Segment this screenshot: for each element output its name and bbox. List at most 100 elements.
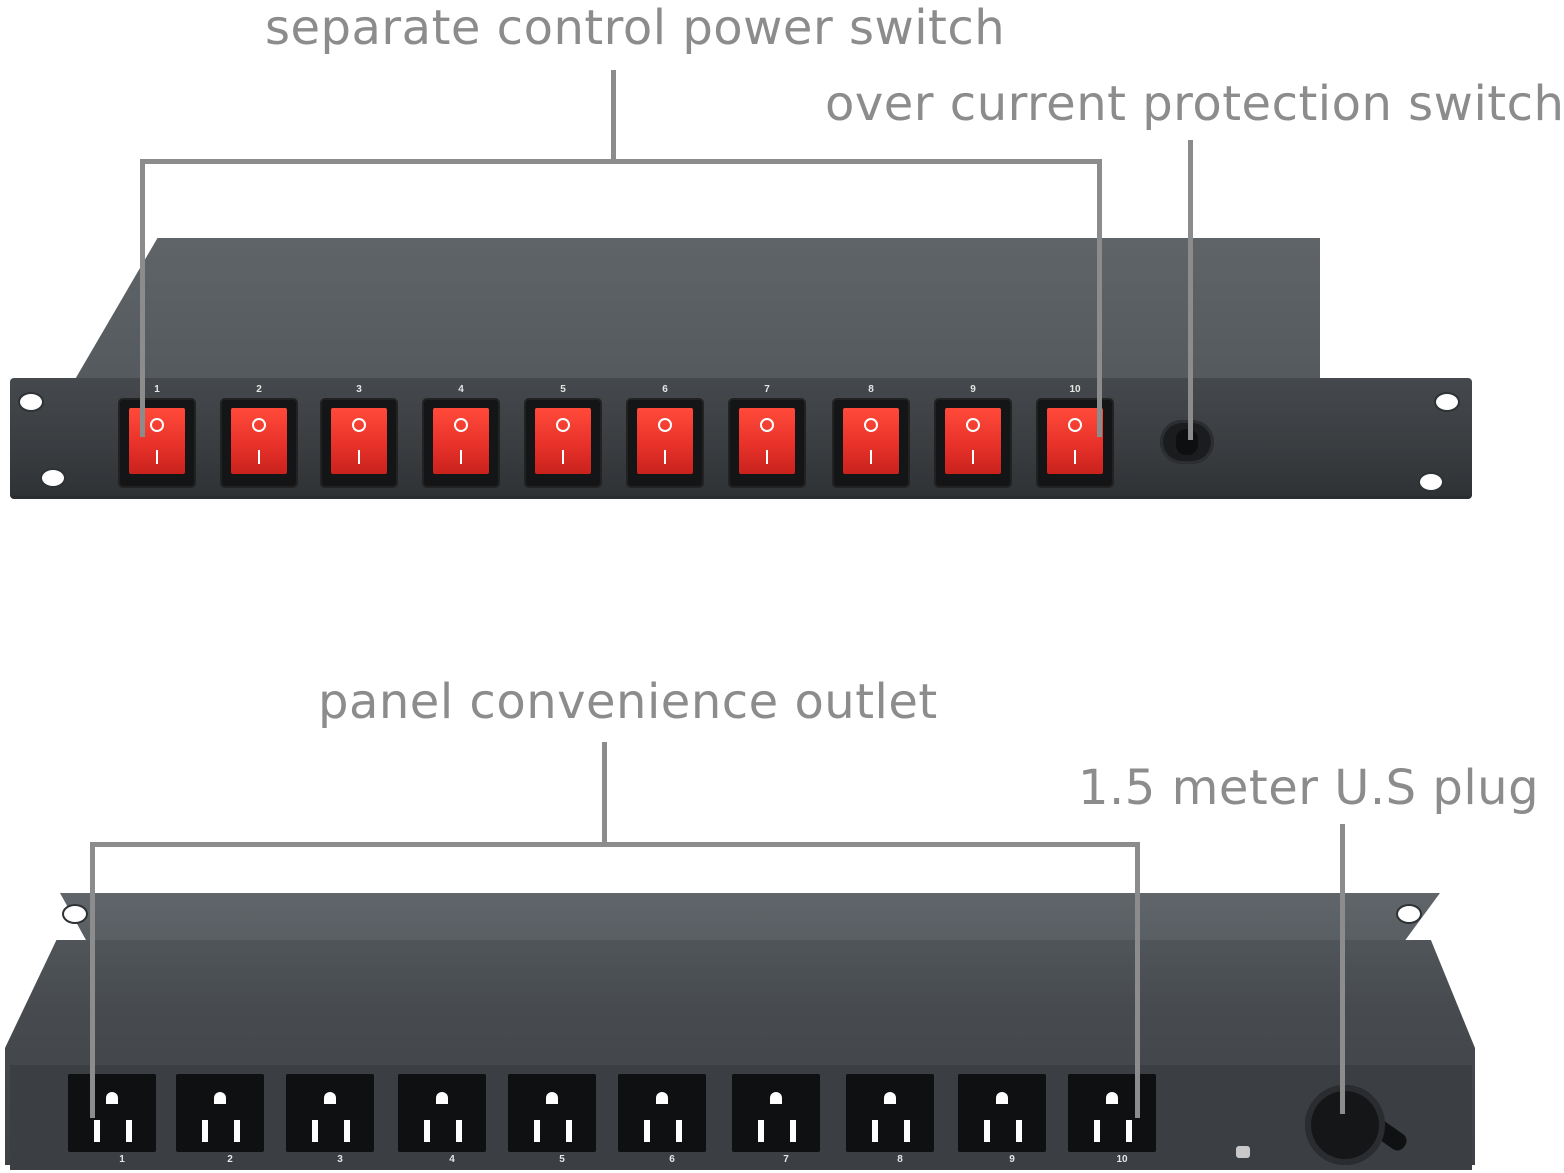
switch-unit-top-cover bbox=[70, 238, 1320, 388]
callout-line bbox=[1135, 842, 1140, 1118]
rocker-switch-1[interactable] bbox=[120, 400, 194, 486]
outlet-number-label: 8 bbox=[897, 1154, 903, 1165]
on-symbol-icon bbox=[1074, 450, 1076, 464]
off-symbol-icon bbox=[760, 418, 774, 432]
outlet-slot-icon bbox=[94, 1120, 100, 1142]
rocker-switch-7[interactable] bbox=[730, 400, 804, 486]
breaker-reset-icon bbox=[1176, 429, 1198, 455]
outlet-slot-icon bbox=[566, 1120, 572, 1142]
outlet-slot-icon bbox=[126, 1120, 132, 1142]
power-outlet-5[interactable] bbox=[508, 1074, 596, 1152]
off-symbol-icon bbox=[1068, 418, 1082, 432]
rack-ear-hole bbox=[1418, 472, 1444, 492]
outlet-slot-icon bbox=[872, 1120, 878, 1142]
rocker-switch-4[interactable] bbox=[424, 400, 498, 486]
switch-number-label: 6 bbox=[662, 384, 668, 395]
switch-number-label: 9 bbox=[970, 384, 976, 395]
outlet-slot-icon bbox=[644, 1120, 650, 1142]
on-symbol-icon bbox=[870, 450, 872, 464]
rocker-paddle bbox=[1047, 408, 1103, 474]
ground-hole-icon bbox=[1106, 1092, 1118, 1104]
outlet-number-label: 1 bbox=[119, 1154, 125, 1165]
ground-hole-icon bbox=[214, 1092, 226, 1104]
rack-ear-hole bbox=[1396, 904, 1422, 924]
outlet-number-label: 3 bbox=[337, 1154, 343, 1165]
rocker-switch-3[interactable] bbox=[322, 400, 396, 486]
outlet-slot-icon bbox=[424, 1120, 430, 1142]
ground-hole-icon bbox=[106, 1092, 118, 1104]
rocker-switch-2[interactable] bbox=[222, 400, 296, 486]
power-outlet-10[interactable] bbox=[1068, 1074, 1156, 1152]
ground-logo-icon bbox=[1236, 1146, 1250, 1158]
power-outlet-2[interactable] bbox=[176, 1074, 264, 1152]
outlet-number-label: 4 bbox=[449, 1154, 455, 1165]
rocker-paddle bbox=[231, 408, 287, 474]
callout-outlet: panel convenience outlet bbox=[318, 674, 938, 730]
outlet-number-label: 6 bbox=[669, 1154, 675, 1165]
callout-line bbox=[90, 842, 1140, 847]
outlet-slot-icon bbox=[202, 1120, 208, 1142]
ground-hole-icon bbox=[436, 1092, 448, 1104]
on-symbol-icon bbox=[766, 450, 768, 464]
off-symbol-icon bbox=[150, 418, 164, 432]
switch-number-label: 8 bbox=[868, 384, 874, 395]
power-outlet-3[interactable] bbox=[286, 1074, 374, 1152]
off-symbol-icon bbox=[864, 418, 878, 432]
off-symbol-icon bbox=[252, 418, 266, 432]
power-outlet-8[interactable] bbox=[846, 1074, 934, 1152]
callout-line bbox=[611, 70, 616, 162]
on-symbol-icon bbox=[156, 450, 158, 464]
off-symbol-icon bbox=[352, 418, 366, 432]
ground-hole-icon bbox=[884, 1092, 896, 1104]
rocker-switch-8[interactable] bbox=[834, 400, 908, 486]
ground-hole-icon bbox=[656, 1092, 668, 1104]
rocker-paddle bbox=[535, 408, 591, 474]
rocker-paddle bbox=[129, 408, 185, 474]
rocker-switch-5[interactable] bbox=[526, 400, 600, 486]
switch-number-label: 7 bbox=[764, 384, 770, 395]
on-symbol-icon bbox=[562, 450, 564, 464]
power-outlet-9[interactable] bbox=[958, 1074, 1046, 1152]
on-symbol-icon bbox=[664, 450, 666, 464]
on-symbol-icon bbox=[258, 450, 260, 464]
rocker-switch-9[interactable] bbox=[936, 400, 1010, 486]
callout-line bbox=[140, 159, 1102, 164]
switch-number-label: 5 bbox=[560, 384, 566, 395]
rack-ear-hole bbox=[18, 392, 44, 412]
outlet-slot-icon bbox=[790, 1120, 796, 1142]
ground-hole-icon bbox=[324, 1092, 336, 1104]
rocker-paddle bbox=[433, 408, 489, 474]
outlet-number-label: 5 bbox=[559, 1154, 565, 1165]
callout-plug: 1.5 meter U.S plug bbox=[1078, 760, 1540, 816]
on-symbol-icon bbox=[358, 450, 360, 464]
outlet-slot-icon bbox=[234, 1120, 240, 1142]
rocker-switch-6[interactable] bbox=[628, 400, 702, 486]
power-outlet-1[interactable] bbox=[68, 1074, 156, 1152]
off-symbol-icon bbox=[658, 418, 672, 432]
overcurrent-breaker-button[interactable] bbox=[1160, 420, 1214, 464]
outlet-number-label: 2 bbox=[227, 1154, 233, 1165]
outlet-slot-icon bbox=[758, 1120, 764, 1142]
rocker-paddle bbox=[331, 408, 387, 474]
callout-switch: separate control power switch bbox=[265, 0, 1006, 56]
on-symbol-icon bbox=[972, 450, 974, 464]
ground-hole-icon bbox=[770, 1092, 782, 1104]
outlet-slot-icon bbox=[1126, 1120, 1132, 1142]
outlet-slot-icon bbox=[676, 1120, 682, 1142]
outlet-slot-icon bbox=[904, 1120, 910, 1142]
off-symbol-icon bbox=[454, 418, 468, 432]
rack-ear-hole bbox=[62, 904, 88, 924]
outlet-slot-icon bbox=[312, 1120, 318, 1142]
outlet-slot-icon bbox=[1094, 1120, 1100, 1142]
outlet-number-label: 7 bbox=[783, 1154, 789, 1165]
outlet-number-label: 9 bbox=[1009, 1154, 1015, 1165]
off-symbol-icon bbox=[556, 418, 570, 432]
power-outlet-4[interactable] bbox=[398, 1074, 486, 1152]
outlet-slot-icon bbox=[344, 1120, 350, 1142]
power-cord-grommet bbox=[1305, 1085, 1385, 1165]
rocker-paddle bbox=[739, 408, 795, 474]
power-outlet-7[interactable] bbox=[732, 1074, 820, 1152]
power-outlet-6[interactable] bbox=[618, 1074, 706, 1152]
outlet-slot-icon bbox=[984, 1120, 990, 1142]
callout-line bbox=[1188, 140, 1193, 440]
